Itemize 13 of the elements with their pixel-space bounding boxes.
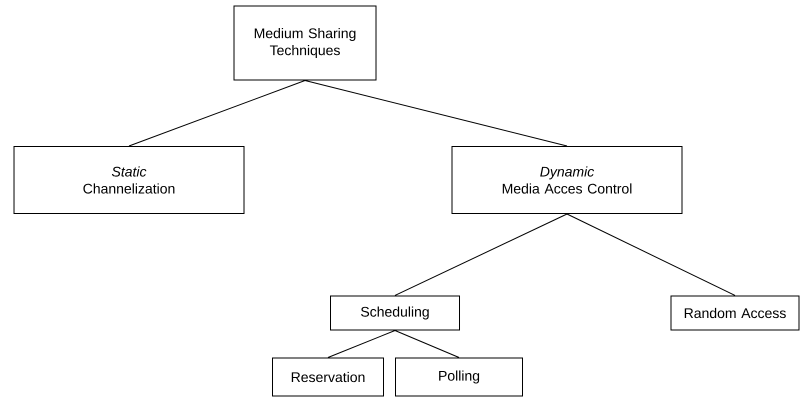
leaf-box: Polling bbox=[395, 357, 523, 396]
connector-line bbox=[394, 214, 568, 296]
root-box: Medium Sharing Techniques bbox=[234, 6, 376, 80]
connector-line bbox=[328, 330, 396, 358]
leaf-box: Scheduling bbox=[330, 295, 460, 330]
leaf-box: Random Access bbox=[670, 295, 800, 330]
connector-line bbox=[304, 80, 568, 146]
connector-line bbox=[394, 330, 460, 358]
leaf-box: Reservation bbox=[272, 357, 384, 396]
category-box: Static Channelization bbox=[14, 146, 244, 214]
connector-line bbox=[128, 80, 306, 146]
category-box: Dynamic Media Acces Control bbox=[452, 146, 682, 214]
connector-line bbox=[566, 214, 736, 296]
